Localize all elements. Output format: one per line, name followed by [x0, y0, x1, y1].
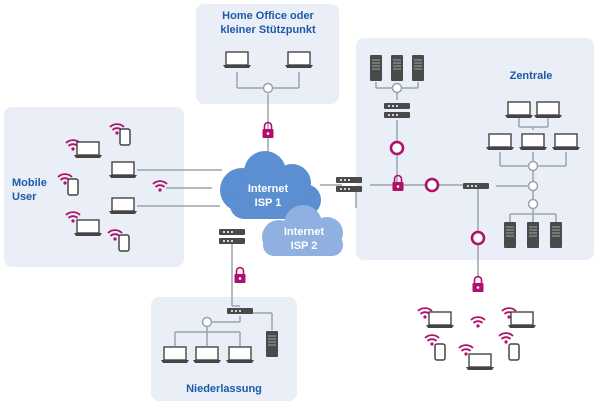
server-icon	[503, 221, 517, 249]
switch-icon	[384, 103, 410, 109]
zentrale-label: Zentrale	[510, 70, 553, 82]
cloud-isp1-line1: Internet	[248, 183, 289, 195]
cloud-isp1-line2: ISP 1	[255, 197, 282, 209]
laptop-icon	[108, 197, 138, 215]
laptop-icon	[222, 51, 252, 69]
firewall-ring-icon	[470, 230, 486, 246]
hub-icon	[527, 160, 539, 172]
router-icon	[219, 229, 245, 235]
lock-icon	[471, 275, 485, 293]
laptop-icon	[73, 219, 103, 237]
phone-icon	[67, 178, 79, 196]
firewall-ring-icon	[389, 140, 405, 156]
phone-icon	[119, 128, 131, 146]
firewall-ring-icon	[424, 177, 440, 193]
laptop-icon	[465, 353, 495, 371]
laptop-icon	[425, 311, 455, 329]
server-icon	[369, 54, 383, 82]
switch-icon	[227, 308, 253, 314]
mobile-user-label-line2: User	[12, 191, 37, 203]
server-icon	[265, 330, 279, 358]
home-office-label-line2: kleiner Stützpunkt	[220, 24, 316, 36]
laptop-icon	[504, 101, 534, 119]
home-office-label-line1: Home Office oder	[222, 10, 314, 22]
laptop-icon	[192, 346, 222, 364]
router-icon	[219, 238, 245, 244]
switch-icon	[463, 183, 489, 189]
phone-icon	[508, 343, 520, 361]
laptop-icon	[160, 346, 190, 364]
laptop-icon	[225, 346, 255, 364]
phone-icon	[118, 234, 130, 252]
region-niederlassung	[151, 297, 297, 401]
server-icon	[411, 54, 425, 82]
wifi-icon	[498, 332, 514, 345]
phone-icon	[434, 343, 446, 361]
laptop-icon	[518, 133, 548, 151]
laptop-icon	[73, 141, 103, 159]
wifi-icon	[470, 316, 486, 329]
laptop-icon	[507, 311, 537, 329]
cloud-isp2-line1: Internet	[284, 226, 325, 238]
laptop-icon	[485, 133, 515, 151]
hub-icon	[391, 82, 403, 94]
switch-icon	[384, 112, 410, 118]
router-icon	[336, 177, 362, 183]
cloud-isp2: Internet ISP 2	[262, 205, 343, 256]
router-icon	[336, 186, 362, 192]
niederlassung-label: Niederlassung	[186, 383, 262, 395]
lock-icon	[233, 266, 247, 284]
hub-icon	[527, 180, 539, 192]
hub-icon	[201, 316, 213, 328]
hub-icon	[527, 198, 539, 210]
server-icon	[390, 54, 404, 82]
server-icon	[549, 221, 563, 249]
server-icon	[526, 221, 540, 249]
region-mobile-user	[4, 107, 184, 267]
laptop-icon	[533, 101, 563, 119]
mobile-user-label-line1: Mobile	[12, 177, 47, 189]
laptop-icon	[284, 51, 314, 69]
cloud-isp2-line2: ISP 2	[291, 240, 318, 252]
region-home-office	[196, 4, 339, 104]
laptop-icon	[551, 133, 581, 151]
laptop-icon	[108, 161, 138, 179]
hub-icon	[262, 82, 274, 94]
